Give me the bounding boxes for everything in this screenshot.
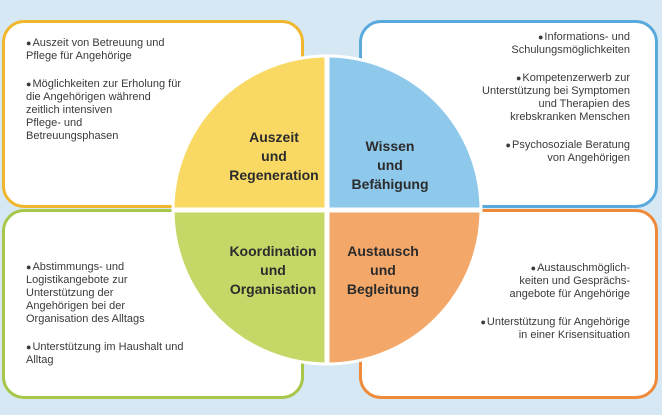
bullet-dot-icon: ●: [515, 73, 522, 83]
bullet-dot-icon: ●: [26, 262, 32, 272]
bullet-text-line: Alltag: [26, 354, 54, 366]
bullet-item: ●Austauschmöglich-keiten und Gesprächs-a…: [440, 262, 631, 301]
bullet-text-line: Austauschmöglich-: [537, 262, 630, 274]
quadrant-title-line: Auszeit: [249, 129, 299, 145]
bullet-text-line: Unterstützung im Haushalt und: [32, 341, 184, 353]
bullet-dot-icon: ●: [26, 342, 32, 352]
bullet-text-line: zeitlich intensiven: [26, 104, 113, 116]
quadrant-title-line: Regeneration: [229, 167, 319, 183]
circle-outline: [171, 54, 483, 366]
quadrant-title-line: und: [261, 148, 287, 164]
bullet-text-line: Angehörigen bei der: [26, 300, 126, 312]
bullet-text-line: in einer Krisensituation: [518, 329, 630, 341]
bullet-dot-icon: ●: [480, 317, 486, 327]
bullet-text-line: keiten und Gesprächs-: [519, 275, 630, 287]
bullet-text-line: Betreuungsphasen: [26, 130, 119, 142]
quadrant-title-line: und: [370, 262, 396, 278]
quadrant-title-line: Wissen: [365, 138, 415, 154]
bullet-text-line: Unterstützung für Angehörige: [486, 316, 630, 328]
bullet-text-line: krebskranken Menschen: [510, 111, 630, 123]
quadrant-title-line: Koordination: [229, 243, 317, 259]
quadrant-title-line: und: [377, 157, 403, 173]
bullet-text-line: angebote für Angehörige: [509, 288, 631, 300]
bullet-text-line: Pflege für Angehörige: [26, 50, 132, 62]
bullet-text-line: Pflege- und: [26, 117, 83, 129]
quadrant-title-line: Organisation: [229, 281, 317, 297]
bullet-dot-icon: ●: [26, 38, 32, 48]
bullet-text-line: Auszeit von Betreuung und: [32, 37, 165, 49]
bullet-dot-icon: ●: [537, 32, 544, 42]
bottom-right-bullet-list: ●Austauschmöglich-keiten und Gesprächs-a…: [440, 262, 630, 357]
bullet-text-line: Kompetenzerwerb zur: [522, 72, 630, 84]
bullet-text-line: Logistikangebote zur: [26, 274, 128, 286]
quadrant-top-right: [327, 56, 481, 210]
bullet-text-line: Organisation des Alltags: [26, 313, 145, 325]
bullet-text-line: Möglichkeiten zur Erholung für: [32, 78, 182, 90]
quadrant-bottom-left: [173, 210, 327, 364]
bullet-text-line: Abstimmungs- und: [32, 261, 125, 273]
quadrant-title-line: Austausch: [347, 243, 419, 259]
quadrant-title-line: und: [260, 262, 286, 278]
bullet-text-line: Informations- und: [544, 31, 630, 43]
quadrant-bottom-right: [327, 210, 481, 364]
quadrant-top-left: [173, 56, 327, 210]
bullet-text-line: Schulungsmöglichkeiten: [511, 44, 630, 56]
bullet-text-line: die Angehörigen während: [26, 91, 151, 103]
bullet-dot-icon: ●: [505, 140, 511, 150]
bullet-text-line: Psychosoziale Beratung: [511, 139, 630, 151]
quadrant-title-line: Begleitung: [346, 281, 420, 297]
bullet-dot-icon: ●: [530, 263, 537, 273]
bullet-text-line: von Angehörigen: [547, 152, 630, 164]
bullet-text-line: und Therapien des: [538, 98, 630, 110]
bullet-dot-icon: ●: [26, 79, 32, 89]
bullet-text-line: Unterstützung der: [26, 287, 114, 299]
quadrant-title-line: Befähigung: [351, 176, 429, 192]
bullet-text-line: Unterstützung bei Symptomen: [482, 85, 630, 97]
